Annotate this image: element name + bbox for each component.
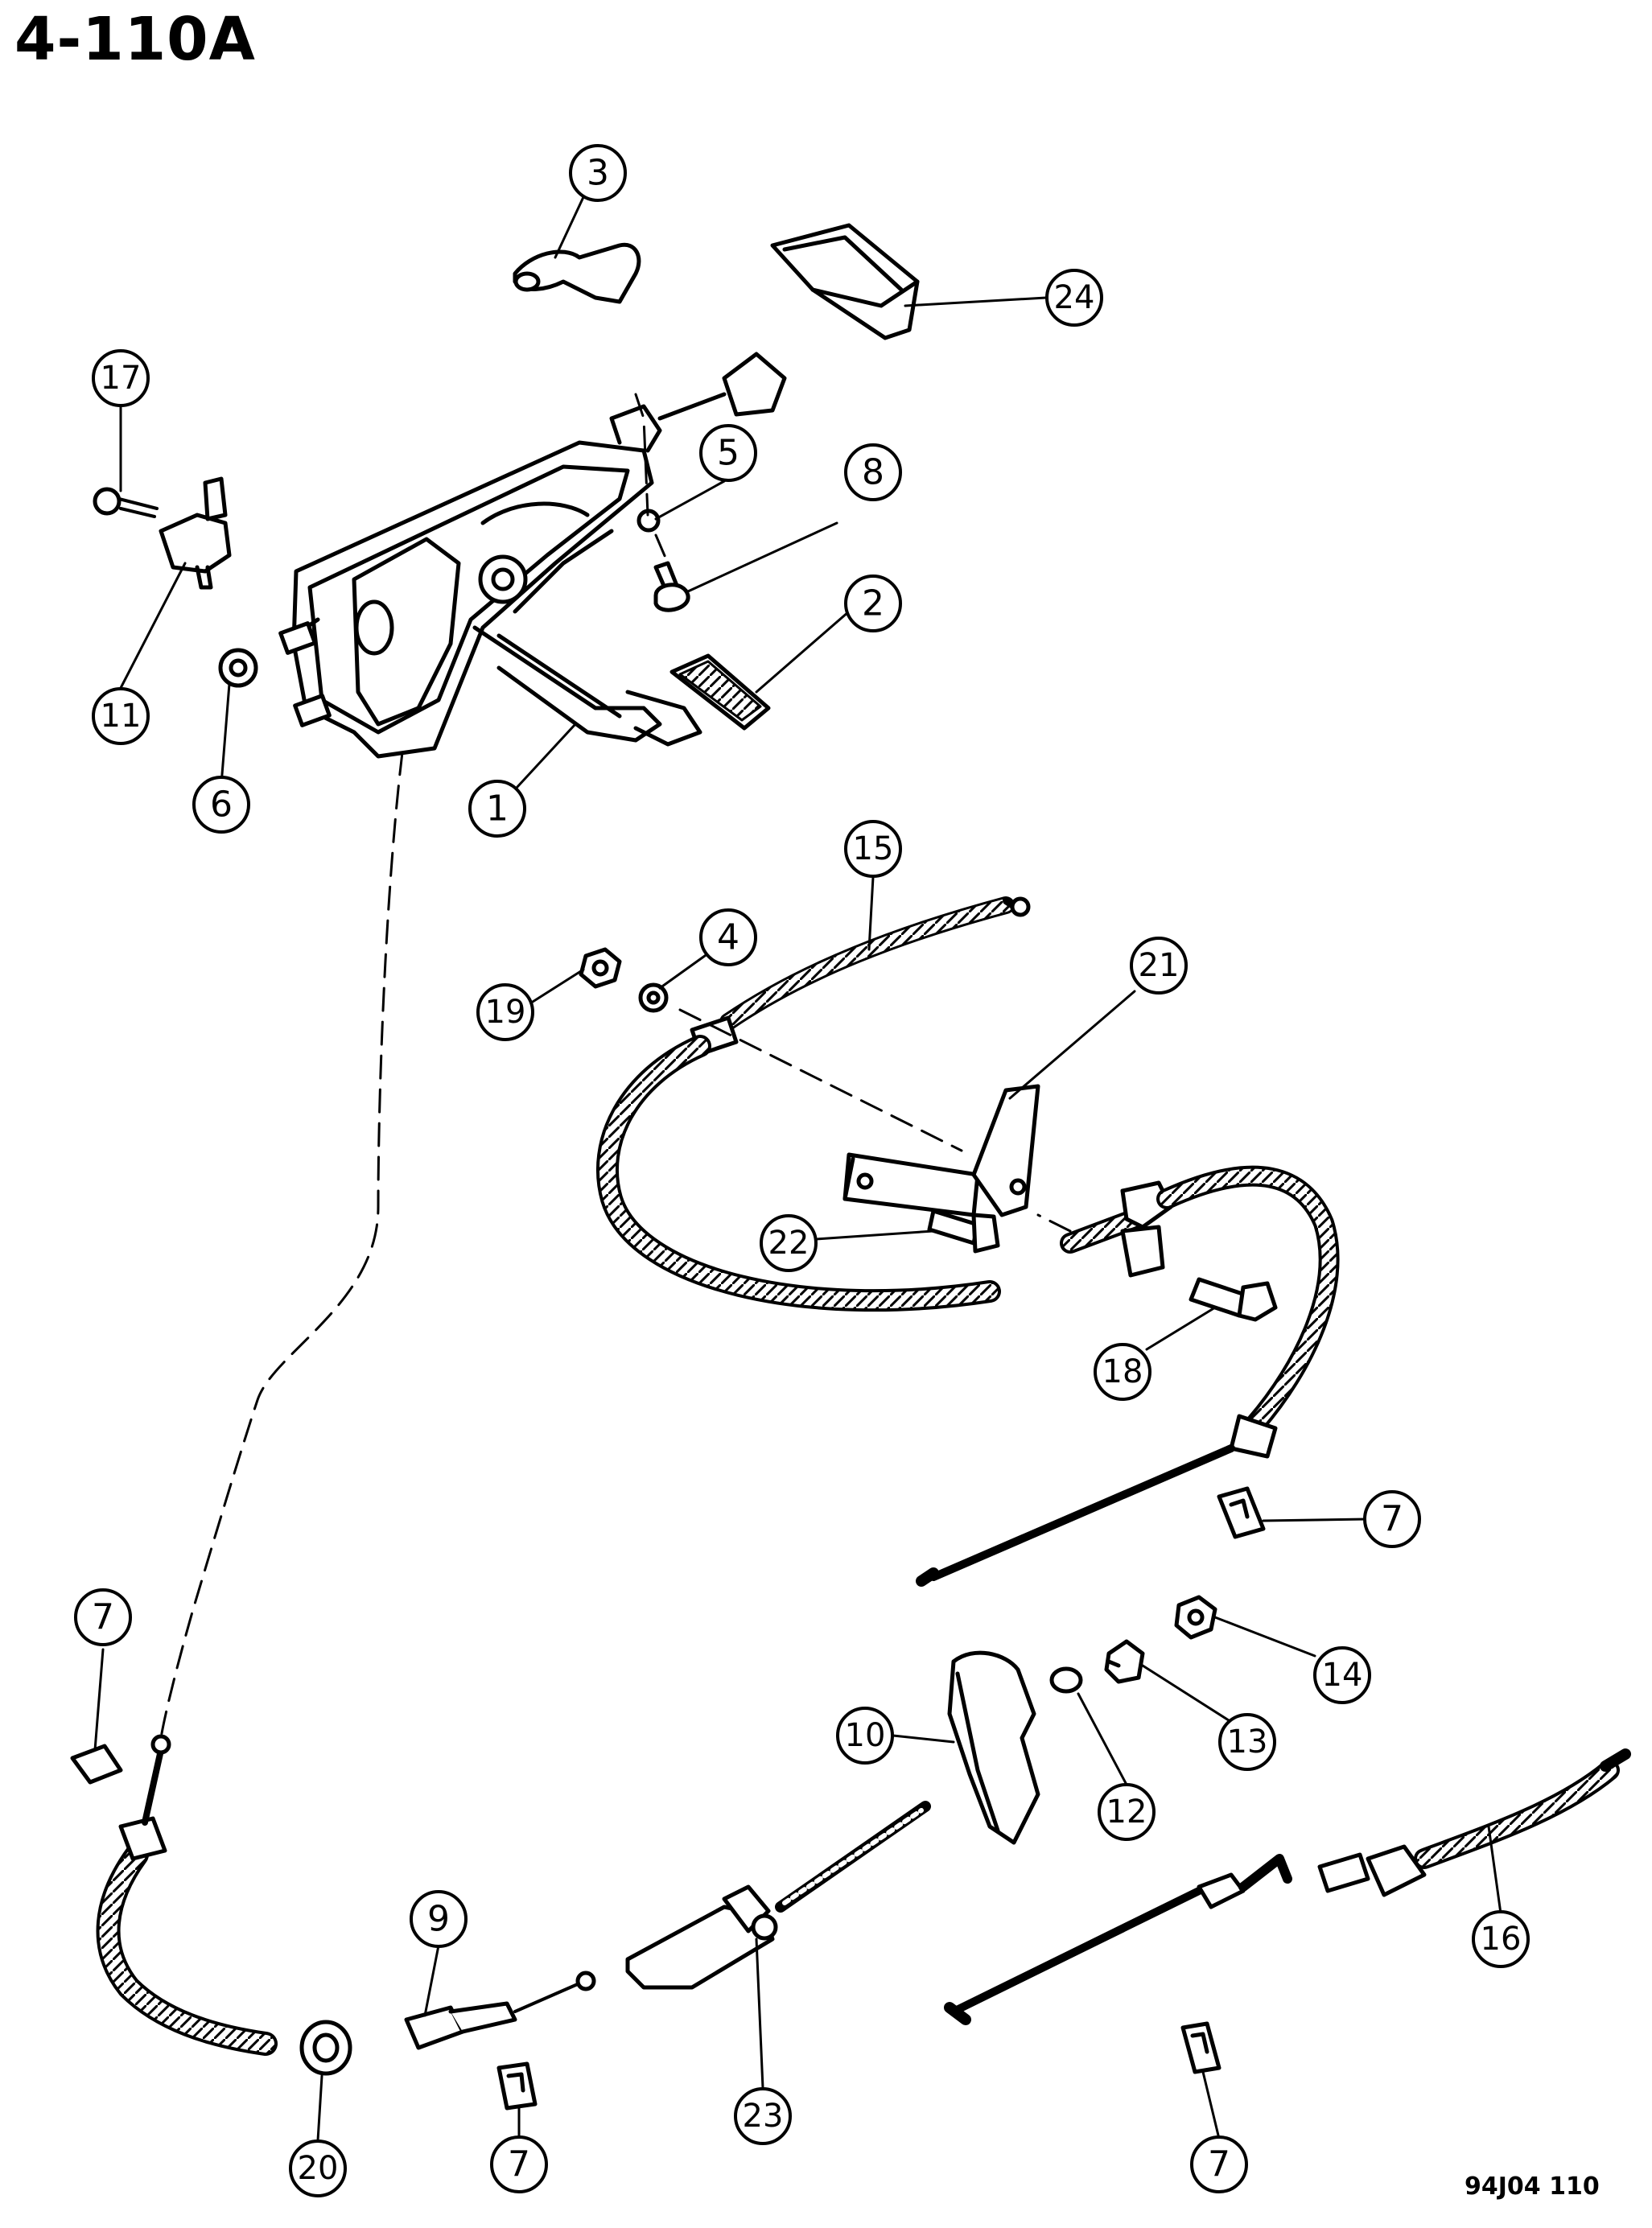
callout-9: 9 [410,1890,468,1948]
callout-24-label: 24 [1054,279,1095,316]
callout-13: 13 [1218,1713,1276,1771]
callout-19-label: 19 [485,994,526,1031]
callout-24: 24 [1045,269,1103,327]
callout-7-label: 7 [1208,2144,1230,2185]
callout-4: 4 [699,908,757,966]
handle-insert [770,223,920,340]
bracket-bolt [927,1209,1000,1254]
cable-washer [638,982,669,1013]
cable-nut [579,947,622,989]
rear-cable-lower [944,1854,1292,2025]
callout-10-label: 10 [845,1717,886,1754]
callout-8: 8 [844,443,902,501]
rear-cable [1317,1748,1631,1897]
callout-10: 10 [836,1707,894,1765]
switch-screw [93,487,159,518]
adjuster-washer [1049,1666,1083,1694]
callout-16-label: 16 [1481,1921,1522,1958]
callout-12-label: 12 [1106,1794,1147,1831]
callout-4-label: 4 [717,917,739,958]
cable-clip [70,1744,123,1785]
pedal-cable [96,1734,278,2056]
callout-7: 7 [1190,2135,1248,2193]
callout-11: 11 [92,687,150,745]
adjuster-rod [625,1801,931,1990]
callout-23-label: 23 [743,2098,784,2135]
callout-22-label: 22 [768,1225,810,1262]
leader-lines [93,196,1502,2142]
callout-5: 5 [699,424,757,482]
callout-22: 22 [760,1214,818,1272]
callout-7: 7 [490,2135,548,2193]
callout-21: 21 [1130,937,1188,995]
cable-end [404,1971,596,2050]
callout-3: 3 [569,144,627,202]
figure-code: 94J04 110 [1465,2172,1600,2201]
routing-lines [159,393,1072,1740]
callout-1: 1 [468,780,526,838]
callout-13-label: 13 [1227,1724,1268,1761]
callout-1-label: 1 [486,789,509,830]
callout-8-label: 8 [862,452,884,493]
cable-clip [496,2061,538,2111]
page-id: 4-110A [14,5,256,74]
pivot-bolt [653,561,690,612]
callout-3-label: 3 [587,153,609,194]
callout-7-label: 7 [92,1597,114,1638]
callout-14-label: 14 [1322,1657,1363,1694]
equalizer-nut [1174,1595,1217,1640]
callout-9-label: 9 [427,1899,450,1940]
cable-grommet [299,2020,352,2076]
cable-bolt [1189,1277,1278,1322]
cable-bracket [842,1084,1040,1217]
callout-20-label: 20 [298,2150,339,2187]
cable-clip [1180,2021,1221,2074]
cable-clip [1217,1486,1266,1539]
callout-11-label: 11 [101,698,142,735]
callout-6: 6 [192,776,250,834]
callout-6-label: 6 [210,785,233,826]
callout-18: 18 [1094,1343,1151,1401]
release-handle [513,242,641,304]
callout-2-label: 2 [862,583,884,624]
callout-18-label: 18 [1102,1353,1143,1390]
callout-2: 2 [844,575,902,632]
callout-15-label: 15 [853,830,894,867]
callout-14: 14 [1313,1646,1371,1704]
front-cable [595,896,1031,1312]
pedal-bracket-assembly [278,352,787,759]
callout-7-label: 7 [1381,1499,1403,1540]
rear-cable-upper [916,1165,1340,1587]
brake-warning-switch [159,476,232,590]
bracket-nut [218,648,258,688]
callout-17-label: 17 [101,360,142,397]
callout-17: 17 [92,349,150,407]
callout-5-label: 5 [717,433,739,474]
callout-23: 23 [734,2087,792,2145]
callout-20: 20 [289,2139,347,2197]
callout-15: 15 [844,820,902,878]
callout-16: 16 [1472,1910,1530,1968]
callout-21-label: 21 [1139,947,1180,984]
callout-19: 19 [476,983,534,1041]
callout-7-label: 7 [508,2144,530,2185]
cable-equalizer [947,1650,1040,1845]
callouts: 1 2 3 4 5 6 7 7 7 7 8 9 10 11 12 13 14 1… [74,144,1530,2197]
adjuster-nut [1104,1639,1145,1684]
pedal-pad [669,653,771,731]
callout-12: 12 [1098,1783,1156,1841]
callout-7: 7 [74,1588,132,1646]
callout-7: 7 [1363,1490,1421,1548]
